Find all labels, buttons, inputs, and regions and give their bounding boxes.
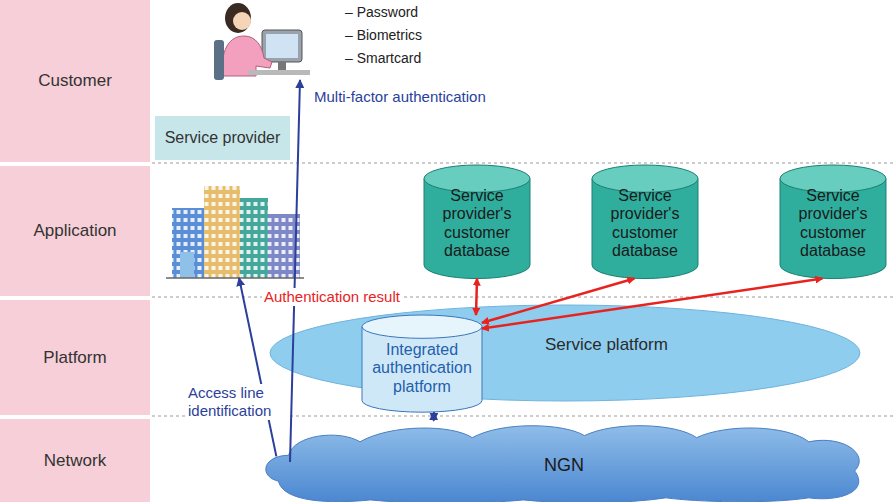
node-label: Network — [44, 451, 106, 471]
user-illustration — [214, 3, 310, 80]
annotation-label: Authentication result — [262, 288, 402, 306]
layer-band: Application — [0, 166, 150, 296]
node-label: Service provider's customer database — [596, 187, 694, 261]
annotation-label: – Biometrics — [345, 27, 422, 44]
annotation-label: Access line identification — [186, 384, 290, 420]
layer-band: Platform — [0, 300, 150, 415]
node-label: Application — [33, 221, 116, 241]
network-cloud: NGN — [258, 419, 870, 502]
connector-arrow — [482, 279, 822, 329]
connector-arrow — [433, 412, 435, 420]
connector-arrow — [239, 278, 276, 456]
buildings-illustration — [166, 186, 304, 278]
service-provider-box: Service provider — [155, 116, 300, 278]
layer-band: Customer — [0, 0, 150, 162]
node-label: Service provider's customer database — [784, 187, 882, 261]
annotation-label: – Password — [345, 4, 418, 21]
platform-ellipse: Service platform Integrated authenticatio… — [270, 305, 860, 401]
database-cylinder: Service provider's customer database — [592, 165, 698, 279]
annotation-label: – Smartcard — [345, 50, 421, 67]
user-arrow — [290, 80, 300, 462]
annotation-label: Multi-factor authentication — [312, 88, 488, 106]
node-label: Platform — [43, 348, 106, 368]
node-label: NGN — [258, 455, 870, 476]
node-label: Service provider's customer database — [428, 187, 526, 261]
layer-divider — [152, 163, 893, 416]
database-cylinder: Service provider's customer database — [780, 165, 886, 279]
node-label: Service provider — [155, 116, 290, 160]
node-label: Customer — [38, 71, 112, 91]
platform-cylinder: Integrated authentication platform — [362, 315, 482, 412]
connector-arrow — [476, 279, 477, 315]
node-label: Integrated authentication platform — [366, 341, 478, 396]
database-cylinder: Service provider's customer database — [424, 165, 530, 279]
connector-arrow — [482, 279, 634, 323]
node-label: Service platform — [545, 335, 668, 355]
layer-band: Network — [0, 419, 150, 502]
